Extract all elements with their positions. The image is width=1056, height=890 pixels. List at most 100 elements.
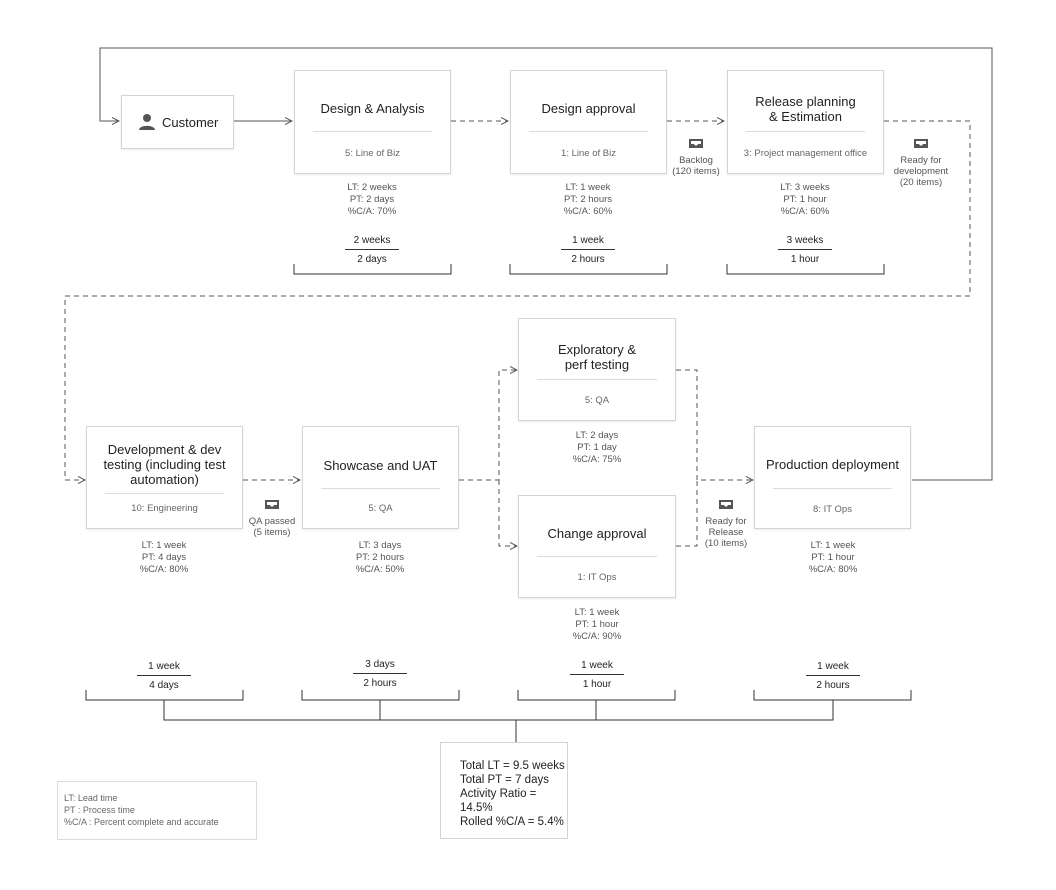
timeline-collector-line [163, 700, 834, 721]
timeline-divider [345, 249, 399, 250]
queue-line3: (10 items) [704, 538, 748, 549]
metric-ca: %C/A: 50% [355, 564, 405, 575]
timeline-lead-time: 1 week [581, 660, 613, 671]
process-title: Change approval [547, 526, 647, 541]
queue-qa-passed: QA passed (5 items) [232, 499, 312, 538]
planning-to-development-arrow [64, 120, 971, 480]
metric-lt: LT: 1 week [574, 607, 620, 618]
queue-ready-for-development: Ready for development (20 items) [881, 138, 961, 188]
timeline-production-deployment: 1 week 2 hours [788, 661, 878, 691]
metric-ca: %C/A: 90% [572, 631, 622, 642]
process-owner: 1: IT Ops [577, 572, 617, 583]
timeline-process-time: 1 hour [582, 679, 612, 690]
queue-line1: Ready for [900, 155, 942, 166]
process-owner: 5: Line of Biz [345, 148, 400, 159]
customer-label: Customer [162, 115, 219, 130]
process-owner: 1: Line of Biz [561, 148, 616, 159]
timeline-bracket-testing [517, 690, 676, 701]
metrics-development: LT: 1 week PT: 4 days %C/A: 80% [84, 540, 244, 576]
process-exploratory-testing[interactable]: Exploratory & perf testing 5: QA [518, 318, 676, 421]
metric-lt: LT: 1 week [141, 540, 187, 551]
divider [313, 131, 432, 132]
timeline-showcase-uat: 3 days 2 hours [335, 659, 425, 689]
process-owner: 5: QA [368, 503, 393, 514]
timeline-divider [778, 249, 832, 250]
customer-box[interactable]: Customer [121, 95, 234, 149]
activity-ratio: Activity Ratio = 14.5% [460, 788, 537, 814]
showcase-to-change-arrow [498, 480, 517, 546]
showcase-split-line [459, 370, 517, 481]
process-production-deployment[interactable]: Production deployment 8: IT Ops [754, 426, 911, 529]
timeline-divider [561, 249, 615, 250]
process-design-analysis[interactable]: Design & Analysis 5: Line of Biz [294, 70, 451, 174]
legend-pt: PT : Process time [64, 805, 135, 815]
metrics-exploratory-testing: LT: 2 days PT: 1 day %C/A: 75% [517, 430, 677, 466]
totals-box: Total LT = 9.5 weeks Total PT = 7 days A… [440, 742, 568, 839]
timeline-lead-time: 1 week [817, 661, 849, 672]
timeline-lead-time: 3 days [365, 659, 395, 670]
process-owner: 5: QA [584, 395, 610, 406]
timeline-process-time: 1 hour [790, 254, 820, 265]
metric-ca: %C/A: 60% [780, 206, 830, 217]
timeline-release-planning: 3 weeks 1 hour [760, 235, 850, 265]
queue-line2: Release [708, 527, 744, 538]
metric-pt: PT: 1 day [577, 442, 617, 453]
process-owner: 8: IT Ops [813, 504, 852, 515]
metric-ca: %C/A: 75% [572, 454, 622, 465]
metric-ca: %C/A: 80% [139, 564, 189, 575]
timeline-bracket-planning [726, 264, 885, 275]
queue-line3: (20 items) [899, 177, 943, 188]
queue-backlog: Backlog (120 items) [656, 138, 736, 177]
process-title: Design & Analysis [320, 101, 425, 116]
inbox-tray-icon [719, 500, 733, 509]
total-process-time: Total PT = 7 days [460, 774, 549, 786]
process-release-planning[interactable]: Release planning & Estimation 3: Project… [727, 70, 884, 174]
process-title: Design approval [541, 101, 636, 116]
process-title: Exploratory & perf testing [557, 342, 637, 372]
inbox-tray-icon [689, 139, 703, 148]
process-showcase-uat[interactable]: Showcase and UAT 5: QA [302, 426, 459, 529]
timeline-lead-time: 1 week [148, 661, 180, 672]
metric-lt: LT: 3 days [358, 540, 402, 551]
metric-lt: LT: 2 weeks [347, 182, 397, 193]
divider [105, 493, 224, 494]
divider [529, 131, 648, 132]
process-change-approval[interactable]: Change approval 1: IT Ops [518, 495, 676, 598]
timeline-development: 1 week 4 days [119, 661, 209, 691]
timeline-divider [570, 674, 624, 675]
queue-line2: (120 items) [672, 166, 720, 177]
queue-ready-for-release: Ready for Release (10 items) [686, 499, 766, 549]
metric-lt: LT: 1 week [565, 182, 611, 193]
metrics-release-planning: LT: 3 weeks PT: 1 hour %C/A: 60% [725, 182, 885, 218]
timeline-bracket-production [753, 690, 912, 701]
process-title: Production deployment [766, 457, 899, 472]
metrics-design-approval: LT: 1 week PT: 2 hours %C/A: 60% [508, 182, 668, 218]
metric-pt: PT: 2 hours [355, 552, 405, 563]
timeline-process-time: 2 hours [363, 678, 397, 689]
metric-ca: %C/A: 60% [563, 206, 613, 217]
process-title: Development & dev testing (including tes… [103, 442, 226, 487]
exploratory-merge-line [676, 369, 753, 480]
timeline-divider [137, 675, 191, 676]
legend-box: LT: Lead time PT : Process time %C/A : P… [57, 781, 257, 840]
timeline-lead-time: 3 weeks [786, 235, 824, 246]
rolled-ca: Rolled %C/A = 5.4% [460, 816, 564, 828]
process-title: Release planning & Estimation [755, 94, 856, 124]
divider [321, 488, 440, 489]
timeline-bracket-showcase [301, 690, 460, 701]
metric-lt: LT: 1 week [810, 540, 856, 551]
metric-pt: PT: 4 days [141, 552, 187, 563]
process-owner: 10: Engineering [131, 503, 198, 514]
timeline-process-time: 2 hours [571, 254, 605, 265]
process-design-approval[interactable]: Design approval 1: Line of Biz [510, 70, 667, 174]
process-development[interactable]: Development & dev testing (including tes… [86, 426, 243, 529]
queue-line2: development [893, 166, 949, 177]
timeline-bracket-design [293, 264, 452, 275]
queue-line2: (5 items) [253, 527, 291, 538]
metric-pt: PT: 1 hour [575, 619, 619, 630]
queue-line1: QA passed [248, 516, 296, 527]
metric-lt: LT: 2 days [575, 430, 619, 441]
metrics-production-deployment: LT: 1 week PT: 1 hour %C/A: 80% [753, 540, 913, 576]
queue-line1: Backlog [679, 155, 713, 166]
